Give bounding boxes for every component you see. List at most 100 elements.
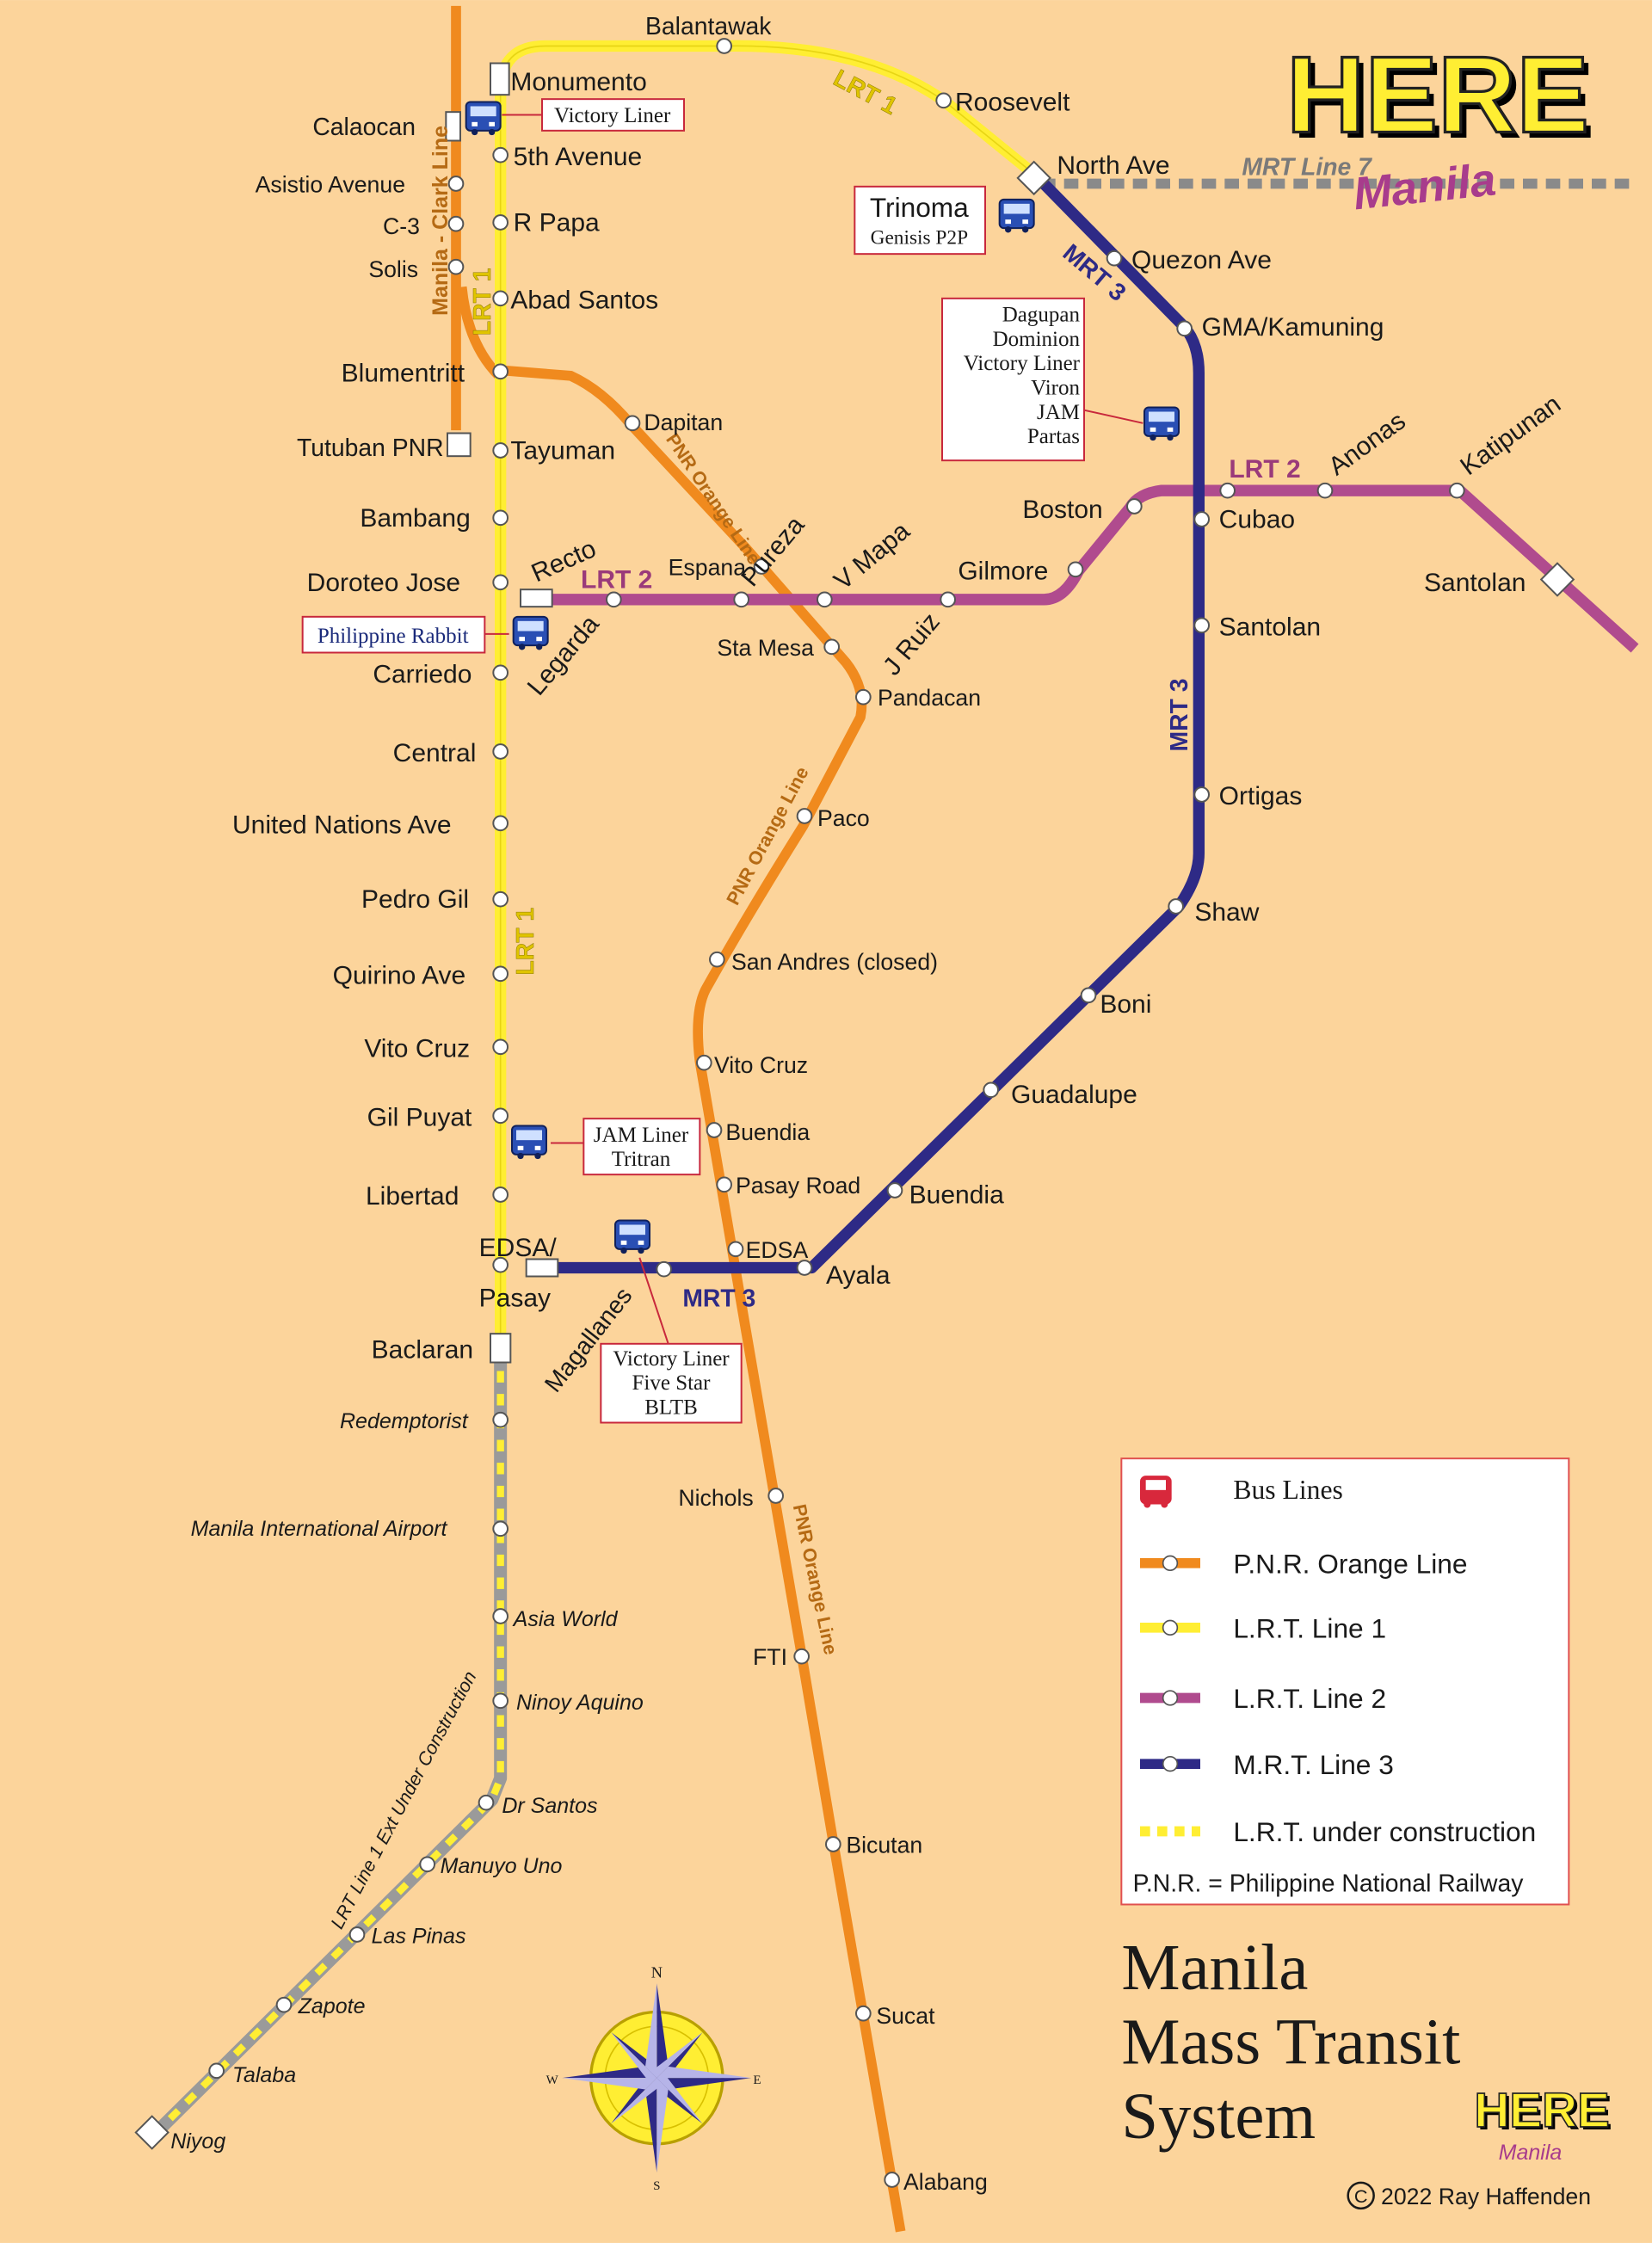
station-niyog: Niyog xyxy=(170,2129,225,2154)
station-las-pinas: Las Pinas xyxy=(372,1925,466,1949)
station-calaocan: Calaocan xyxy=(312,114,416,141)
station-san-andres: San Andres (closed) xyxy=(731,949,938,975)
bus-leader-lines xyxy=(484,114,1143,1345)
svg-text:2022 Ray Haffenden: 2022 Ray Haffenden xyxy=(1381,2184,1591,2209)
station-buendia-mrt: Buendia xyxy=(909,1181,1004,1210)
svg-text:Partas: Partas xyxy=(1027,425,1080,448)
copyright: C 2022 Ray Haffenden xyxy=(1347,2181,1591,2210)
station-bambang: Bambang xyxy=(360,504,470,533)
svg-text:Victory Liner: Victory Liner xyxy=(554,104,671,127)
svg-text:E: E xyxy=(753,2074,761,2087)
legend-bus-icon xyxy=(1140,1476,1172,1508)
station-north-ave: North Ave xyxy=(1057,151,1169,180)
station-gma-kamuning: GMA/Kamuning xyxy=(1202,313,1384,342)
bus-box-gil-puyat: JAM Liner Tritran xyxy=(583,1118,701,1176)
svg-text:HERE: HERE xyxy=(1474,2084,1609,2138)
svg-text:System: System xyxy=(1121,2080,1316,2153)
svg-text:Manila: Manila xyxy=(1121,1931,1308,2004)
station-pandacan: Pandacan xyxy=(878,685,981,711)
legend-lrt1: L.R.T. Line 1 xyxy=(1233,1613,1386,1644)
station-asia-world: Asia World xyxy=(512,1607,619,1631)
station-vito-cruz-pnr: Vito Cruz xyxy=(714,1052,808,1078)
station-sta-mesa: Sta Mesa xyxy=(717,635,814,661)
svg-text:BLTB: BLTB xyxy=(644,1396,698,1420)
lrt1-label-lower: LRT 1 xyxy=(512,908,539,976)
station-santolan-lrt2: Santolan xyxy=(1424,569,1526,597)
station-gil-puyat: Gil Puyat xyxy=(367,1104,472,1132)
station-vito-cruz-lrt: Vito Cruz xyxy=(364,1035,470,1063)
station-cubao: Cubao xyxy=(1219,506,1295,534)
station-ayala: Ayala xyxy=(826,1261,891,1290)
clark-spur xyxy=(456,286,503,379)
station-tayuman: Tayuman xyxy=(510,437,615,465)
station-baclaran: Baclaran xyxy=(372,1336,473,1365)
legend-lrt2: L.R.T. Line 2 xyxy=(1233,1683,1386,1714)
station-fti: FTI xyxy=(753,1644,787,1670)
station-central: Central xyxy=(393,739,477,767)
bus-icon xyxy=(611,1215,654,1258)
station-dr-santos: Dr Santos xyxy=(502,1794,597,1818)
station-manuyo-uno: Manuyo Uno xyxy=(441,1854,563,1878)
legend-pnr: P.N.R. Orange Line xyxy=(1233,1549,1467,1580)
station-buendia-pnr: Buendia xyxy=(725,1119,810,1145)
svg-text:Dominion: Dominion xyxy=(993,328,1081,351)
station-gilmore: Gilmore xyxy=(958,558,1048,586)
station-zapote: Zapote xyxy=(298,1994,366,2018)
station-blumentritt: Blumentritt xyxy=(342,360,465,388)
station-edsa-pasay-1: EDSA/ xyxy=(479,1234,558,1262)
station-edsa-pnr: EDSA xyxy=(746,1237,809,1263)
station-guadalupe: Guadalupe xyxy=(1011,1081,1137,1109)
mrt3-label-side: MRT 3 xyxy=(1166,679,1193,752)
svg-text:JAM Liner: JAM Liner xyxy=(594,1124,689,1147)
station-ninoy-aquino: Ninoy Aquino xyxy=(516,1691,644,1715)
station-dapitan: Dapitan xyxy=(644,410,723,435)
compass-rose: N S E W xyxy=(546,1964,761,2194)
legend-bus-lines: Bus Lines xyxy=(1233,1475,1343,1505)
svg-text:W: W xyxy=(546,2074,559,2087)
svg-text:Tritran: Tritran xyxy=(612,1148,671,1171)
mrt3-label-bottom: MRT 3 xyxy=(682,1285,755,1313)
station-nichols: Nichols xyxy=(678,1485,753,1511)
svg-text:HERE: HERE xyxy=(1292,39,1595,161)
station-roosevelt: Roosevelt xyxy=(955,89,1070,117)
station-abad-santos: Abad Santos xyxy=(510,287,658,315)
station-pasay-road: Pasay Road xyxy=(736,1173,860,1199)
terminal-markers xyxy=(134,62,1575,2150)
station-5th-avenue: 5th Avenue xyxy=(514,143,643,171)
svg-text:HERE: HERE xyxy=(1286,33,1589,155)
svg-text:Dagupan: Dagupan xyxy=(1002,304,1081,327)
station-doroteo-jose: Doroteo Jose xyxy=(307,569,460,597)
clark-line-label: Manila - Clark Line xyxy=(428,126,453,316)
station-santolan-mrt: Santolan xyxy=(1219,613,1321,642)
bus-box-pasay: Victory Liner Five Star BLTB xyxy=(600,1342,743,1424)
station-libertad: Libertad xyxy=(366,1182,459,1211)
svg-text:Victory Liner: Victory Liner xyxy=(964,352,1081,375)
station-boston: Boston xyxy=(1022,496,1102,524)
bus-box-philippine-rabbit: Philippine Rabbit xyxy=(301,615,486,654)
bus-box-victory-monumento: Victory Liner xyxy=(541,98,685,132)
bus-icon xyxy=(1140,402,1183,445)
here-manila-logo-small: HERE HERE Manila xyxy=(1474,2083,1613,2165)
pnr-orange-line xyxy=(498,365,906,2233)
station-alabang: Alabang xyxy=(903,2169,988,2195)
station-airport: Manila International Airport xyxy=(191,1517,448,1541)
station-boni: Boni xyxy=(1100,990,1151,1019)
station-sucat: Sucat xyxy=(876,2003,935,2029)
station-united-nations: United Nations Ave xyxy=(232,811,452,840)
bus-box-cubao: Dagupan Dominion Victory Liner Viron JAM… xyxy=(941,297,1085,462)
svg-text:Victory Liner: Victory Liner xyxy=(613,1347,730,1371)
station-dots xyxy=(208,38,1465,2188)
station-espana: Espana xyxy=(669,555,747,581)
mrt3-line xyxy=(545,170,1205,1274)
legend-note: P.N.R. = Philippine National Railway xyxy=(1133,1870,1525,1898)
svg-text:N: N xyxy=(651,1964,663,1981)
lrt2-label-left: LRT 2 xyxy=(581,566,652,595)
lrt1-label-upper: LRT 1 xyxy=(469,268,496,336)
station-pedro-gil: Pedro Gil xyxy=(361,885,469,914)
station-monumento: Monumento xyxy=(510,68,646,96)
svg-text:Five Star: Five Star xyxy=(632,1371,712,1395)
bus-icon xyxy=(462,96,504,139)
station-quezon-ave: Quezon Ave xyxy=(1131,246,1272,274)
